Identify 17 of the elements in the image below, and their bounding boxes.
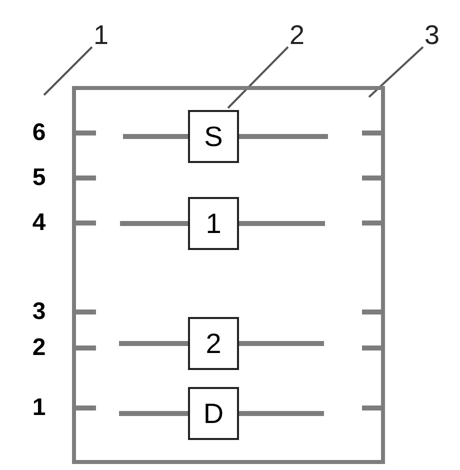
pin-number: 3 [31,300,47,324]
pin-number: 6 [31,121,47,145]
leader-line [43,46,93,96]
housing-frame [72,86,385,464]
component-box: S [188,110,239,163]
pin-number: 5 [31,166,47,190]
callout-number: 3 [423,20,441,50]
callout-number: 1 [92,20,110,50]
callout-number: 2 [288,20,306,50]
component-box: D [188,387,239,440]
pin-number: 4 [31,211,47,235]
component-box: 1 [188,197,239,250]
pin-number: 1 [31,396,47,420]
leader-line [368,46,424,98]
pin-number: 2 [31,336,47,360]
leader-line [227,46,289,109]
component-box: 2 [188,317,239,370]
